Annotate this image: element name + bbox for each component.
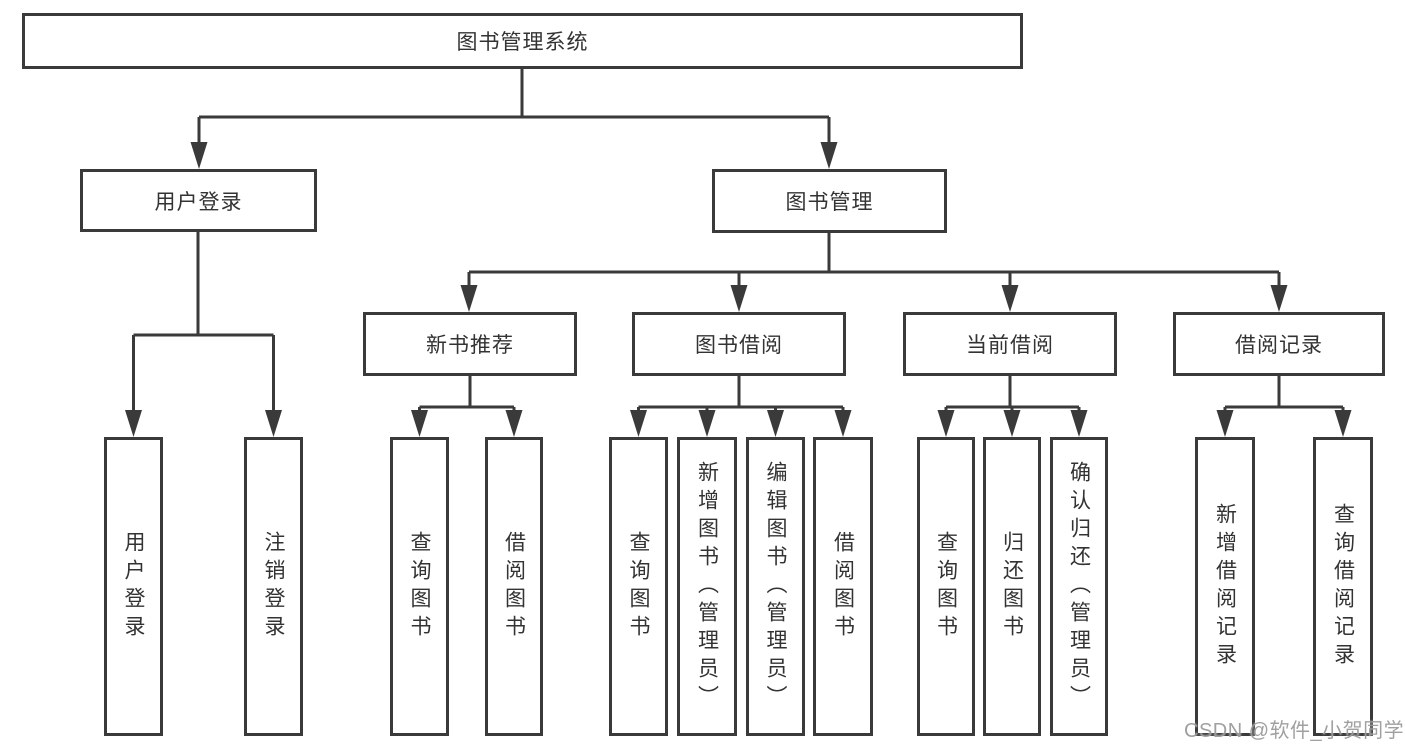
leaf-query-borrow-record: 查询借阅记录 xyxy=(1313,437,1373,736)
leaf-edit-book-admin-label: 编辑图书（管理员） xyxy=(764,460,787,713)
leaf-borrow-book: 借阅图书 xyxy=(813,437,873,736)
node-borrow-records: 借阅记录 xyxy=(1173,312,1385,376)
node-new-book-recommend: 新书推荐 xyxy=(363,312,577,376)
node-current-borrowing: 当前借阅 xyxy=(903,312,1117,376)
leaf-confirm-return-admin: 确认归还（管理员） xyxy=(1050,437,1108,736)
leaf-add-borrow-record: 新增借阅记录 xyxy=(1195,437,1255,736)
node-book-management-label: 图书管理 xyxy=(785,191,874,214)
csdn-watermark: CSDN @软件_小贺同学 xyxy=(1184,720,1405,742)
leaf-query-book-recommend-label: 查询图书 xyxy=(408,530,431,643)
leaf-query-book-recommend: 查询图书 xyxy=(390,437,449,736)
node-new-book-recommend-label: 新书推荐 xyxy=(426,334,514,357)
node-book-management: 图书管理 xyxy=(712,169,947,233)
node-root-system: 图书管理系统 xyxy=(22,13,1023,69)
leaf-user-login: 用户登录 xyxy=(104,437,163,736)
leaf-logout-login-label: 注销登录 xyxy=(262,530,285,643)
leaf-query-borrow-record-label: 查询借阅记录 xyxy=(1331,502,1355,671)
leaf-query-book-borrowing: 查询图书 xyxy=(609,437,668,736)
leaf-borrow-book-recommend-label: 借阅图书 xyxy=(502,530,526,643)
leaf-return-book-label: 归还图书 xyxy=(1000,530,1024,643)
node-user-login-label: 用户登录 xyxy=(154,190,243,214)
arrowhead-markers xyxy=(125,142,1352,437)
node-current-borrowing-label: 当前借阅 xyxy=(966,334,1054,357)
leaf-user-login-label: 用户登录 xyxy=(122,530,145,643)
leaf-add-book-admin-label: 新增图书（管理员） xyxy=(695,460,719,713)
leaf-query-book-current-label: 查询图书 xyxy=(934,530,958,643)
leaf-borrow-book-label: 借阅图书 xyxy=(831,530,855,643)
connector-lines xyxy=(132,69,1345,412)
node-user-login: 用户登录 xyxy=(80,169,317,232)
node-root-label: 图书管理系统 xyxy=(456,31,589,54)
leaf-edit-book-admin: 编辑图书（管理员） xyxy=(746,437,805,736)
leaf-query-book-borrowing-label: 查询图书 xyxy=(627,530,650,643)
leaf-confirm-return-admin-label: 确认归还（管理员） xyxy=(1067,460,1091,713)
node-book-borrowing: 图书借阅 xyxy=(632,312,846,376)
leaf-query-book-current: 查询图书 xyxy=(917,437,975,736)
leaf-add-borrow-record-label: 新增借阅记录 xyxy=(1213,502,1237,671)
leaf-logout-login: 注销登录 xyxy=(244,437,303,736)
node-book-borrowing-label: 图书借阅 xyxy=(695,334,783,357)
leaf-borrow-book-recommend: 借阅图书 xyxy=(485,437,543,736)
leaf-add-book-admin: 新增图书（管理员） xyxy=(677,437,737,736)
leaf-return-book: 归还图书 xyxy=(983,437,1041,736)
node-borrow-records-label: 借阅记录 xyxy=(1235,334,1323,357)
